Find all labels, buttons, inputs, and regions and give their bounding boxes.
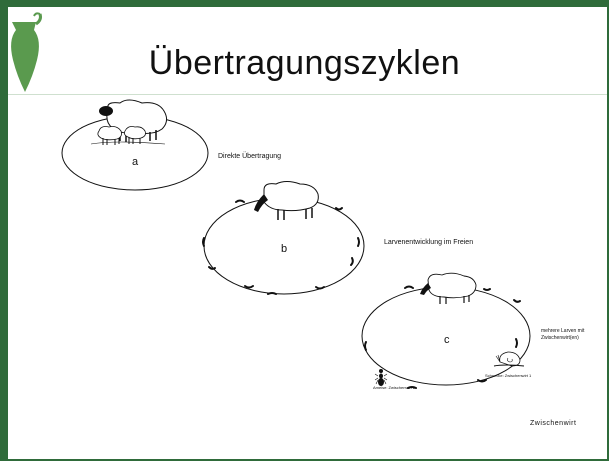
snail-label: Schnecke: Zwischenwirt 1 — [485, 373, 532, 378]
cycle-b-label: Larvenentwicklung im Freien — [384, 239, 474, 246]
title-rule — [8, 94, 607, 95]
larva-icon — [364, 285, 521, 389]
frame-left-bar — [0, 0, 8, 461]
cycle-a-letter: a — [132, 156, 139, 168]
frame-bottom-bar — [0, 459, 609, 461]
cycle-c-label-line1: mehrere Larven mit — [541, 328, 585, 334]
footer-label: Zwischenwirt — [530, 420, 577, 427]
snail-icon — [493, 351, 525, 367]
larva-icon — [202, 199, 360, 295]
cycle-a — [61, 99, 209, 191]
slide-title: Übertragungszyklen — [148, 44, 461, 82]
lamb-icon — [90, 126, 166, 145]
cycle-c-letter: c — [444, 334, 450, 346]
frame-top-bar — [0, 0, 609, 7]
cycle-b — [202, 181, 365, 295]
sheep-icon — [254, 181, 319, 220]
cycle-a-label: Direkte Übertragung — [218, 153, 282, 160]
logo-amphora-icon — [11, 12, 42, 92]
cycle-c-label-line2: Zwischenwirt(en) — [541, 335, 579, 341]
ant-label: Ameise: Zwischenwirt 2 — [373, 385, 416, 390]
sheep-icon — [420, 272, 477, 304]
ant-icon — [374, 369, 388, 386]
frame-right-bar — [607, 0, 609, 461]
cycle-b-letter: b — [281, 243, 288, 255]
cycle-c — [361, 272, 531, 389]
